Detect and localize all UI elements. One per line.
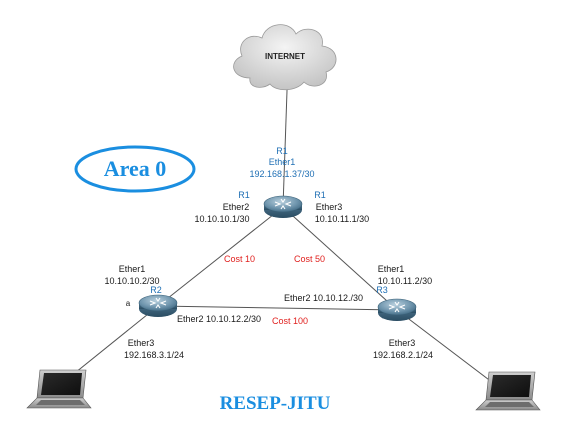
- link-costs: Cost 10 Cost 50 Cost 100: [224, 254, 325, 326]
- link-r2-r3: [157, 305, 398, 311]
- r1-top-name: R1: [276, 146, 288, 156]
- r3-name: R3: [376, 285, 388, 295]
- diagram-title: RESEP-JITU: [220, 393, 331, 414]
- router-r2-icon: [138, 294, 178, 318]
- r3-ip1: 10.10.11.2/30: [378, 276, 432, 286]
- r2-iface3: Ether3: [128, 338, 155, 348]
- laptop-left-icon: [26, 369, 92, 409]
- r3-iface3: Ether3: [389, 338, 416, 348]
- r1-right-name: R1: [314, 190, 326, 200]
- r3-ip3: 192.168.2.1/24: [373, 350, 433, 360]
- area-label: Area 0: [104, 156, 167, 181]
- router-r1-icon: [263, 195, 303, 219]
- r1-right-iface: Ether3: [316, 202, 343, 212]
- internet-cloud-icon: INTERNET: [233, 24, 337, 91]
- r2-ip1: 10.10.10.2/30: [104, 276, 159, 286]
- link-r3-laptop: [396, 309, 506, 393]
- link-r1-r2: [157, 206, 284, 307]
- r2-labels: Ether1 10.10.10.2/30 R2 a Ether2 10.10.1…: [104, 264, 261, 360]
- cost-r1-r2: Cost 10: [224, 254, 255, 264]
- r2-iface1: Ether1: [119, 264, 146, 274]
- r1-right-ip: 10.10.11.1/30: [315, 214, 369, 224]
- r2-iface2: Ether2 10.10.12.2/30: [177, 314, 261, 324]
- r3-labels: Ether1 10.10.11.2/30 Ether2 10.10.12./30…: [284, 264, 433, 360]
- r1-left-ip: 10.10.10.1/30: [194, 214, 249, 224]
- r2-ip3: 192.168.3.1/24: [124, 350, 184, 360]
- r1-top-ip: 192.168.1.37/30: [249, 169, 314, 179]
- r2-marker: a: [126, 299, 131, 308]
- r3-iface1: Ether1: [378, 264, 405, 274]
- r1-top-iface: Ether1: [269, 157, 296, 167]
- internet-label: INTERNET: [265, 52, 305, 61]
- cost-r2-r3: Cost 100: [272, 316, 308, 326]
- r1-labels: R1 Ether1 192.168.1.37/30 R1 Ether2 10.1…: [194, 146, 369, 224]
- area-0-badge: Area 0: [74, 145, 196, 193]
- link-r1-r3: [282, 206, 398, 311]
- r1-left-name: R1: [238, 190, 250, 200]
- cost-r1-r3: Cost 50: [294, 254, 325, 264]
- r2-name: R2: [150, 285, 162, 295]
- r1-left-iface: Ether2: [223, 202, 250, 212]
- network-links: [59, 61, 506, 393]
- router-r3-icon: [377, 298, 417, 322]
- r3-iface2: Ether2 10.10.12./30: [284, 293, 363, 303]
